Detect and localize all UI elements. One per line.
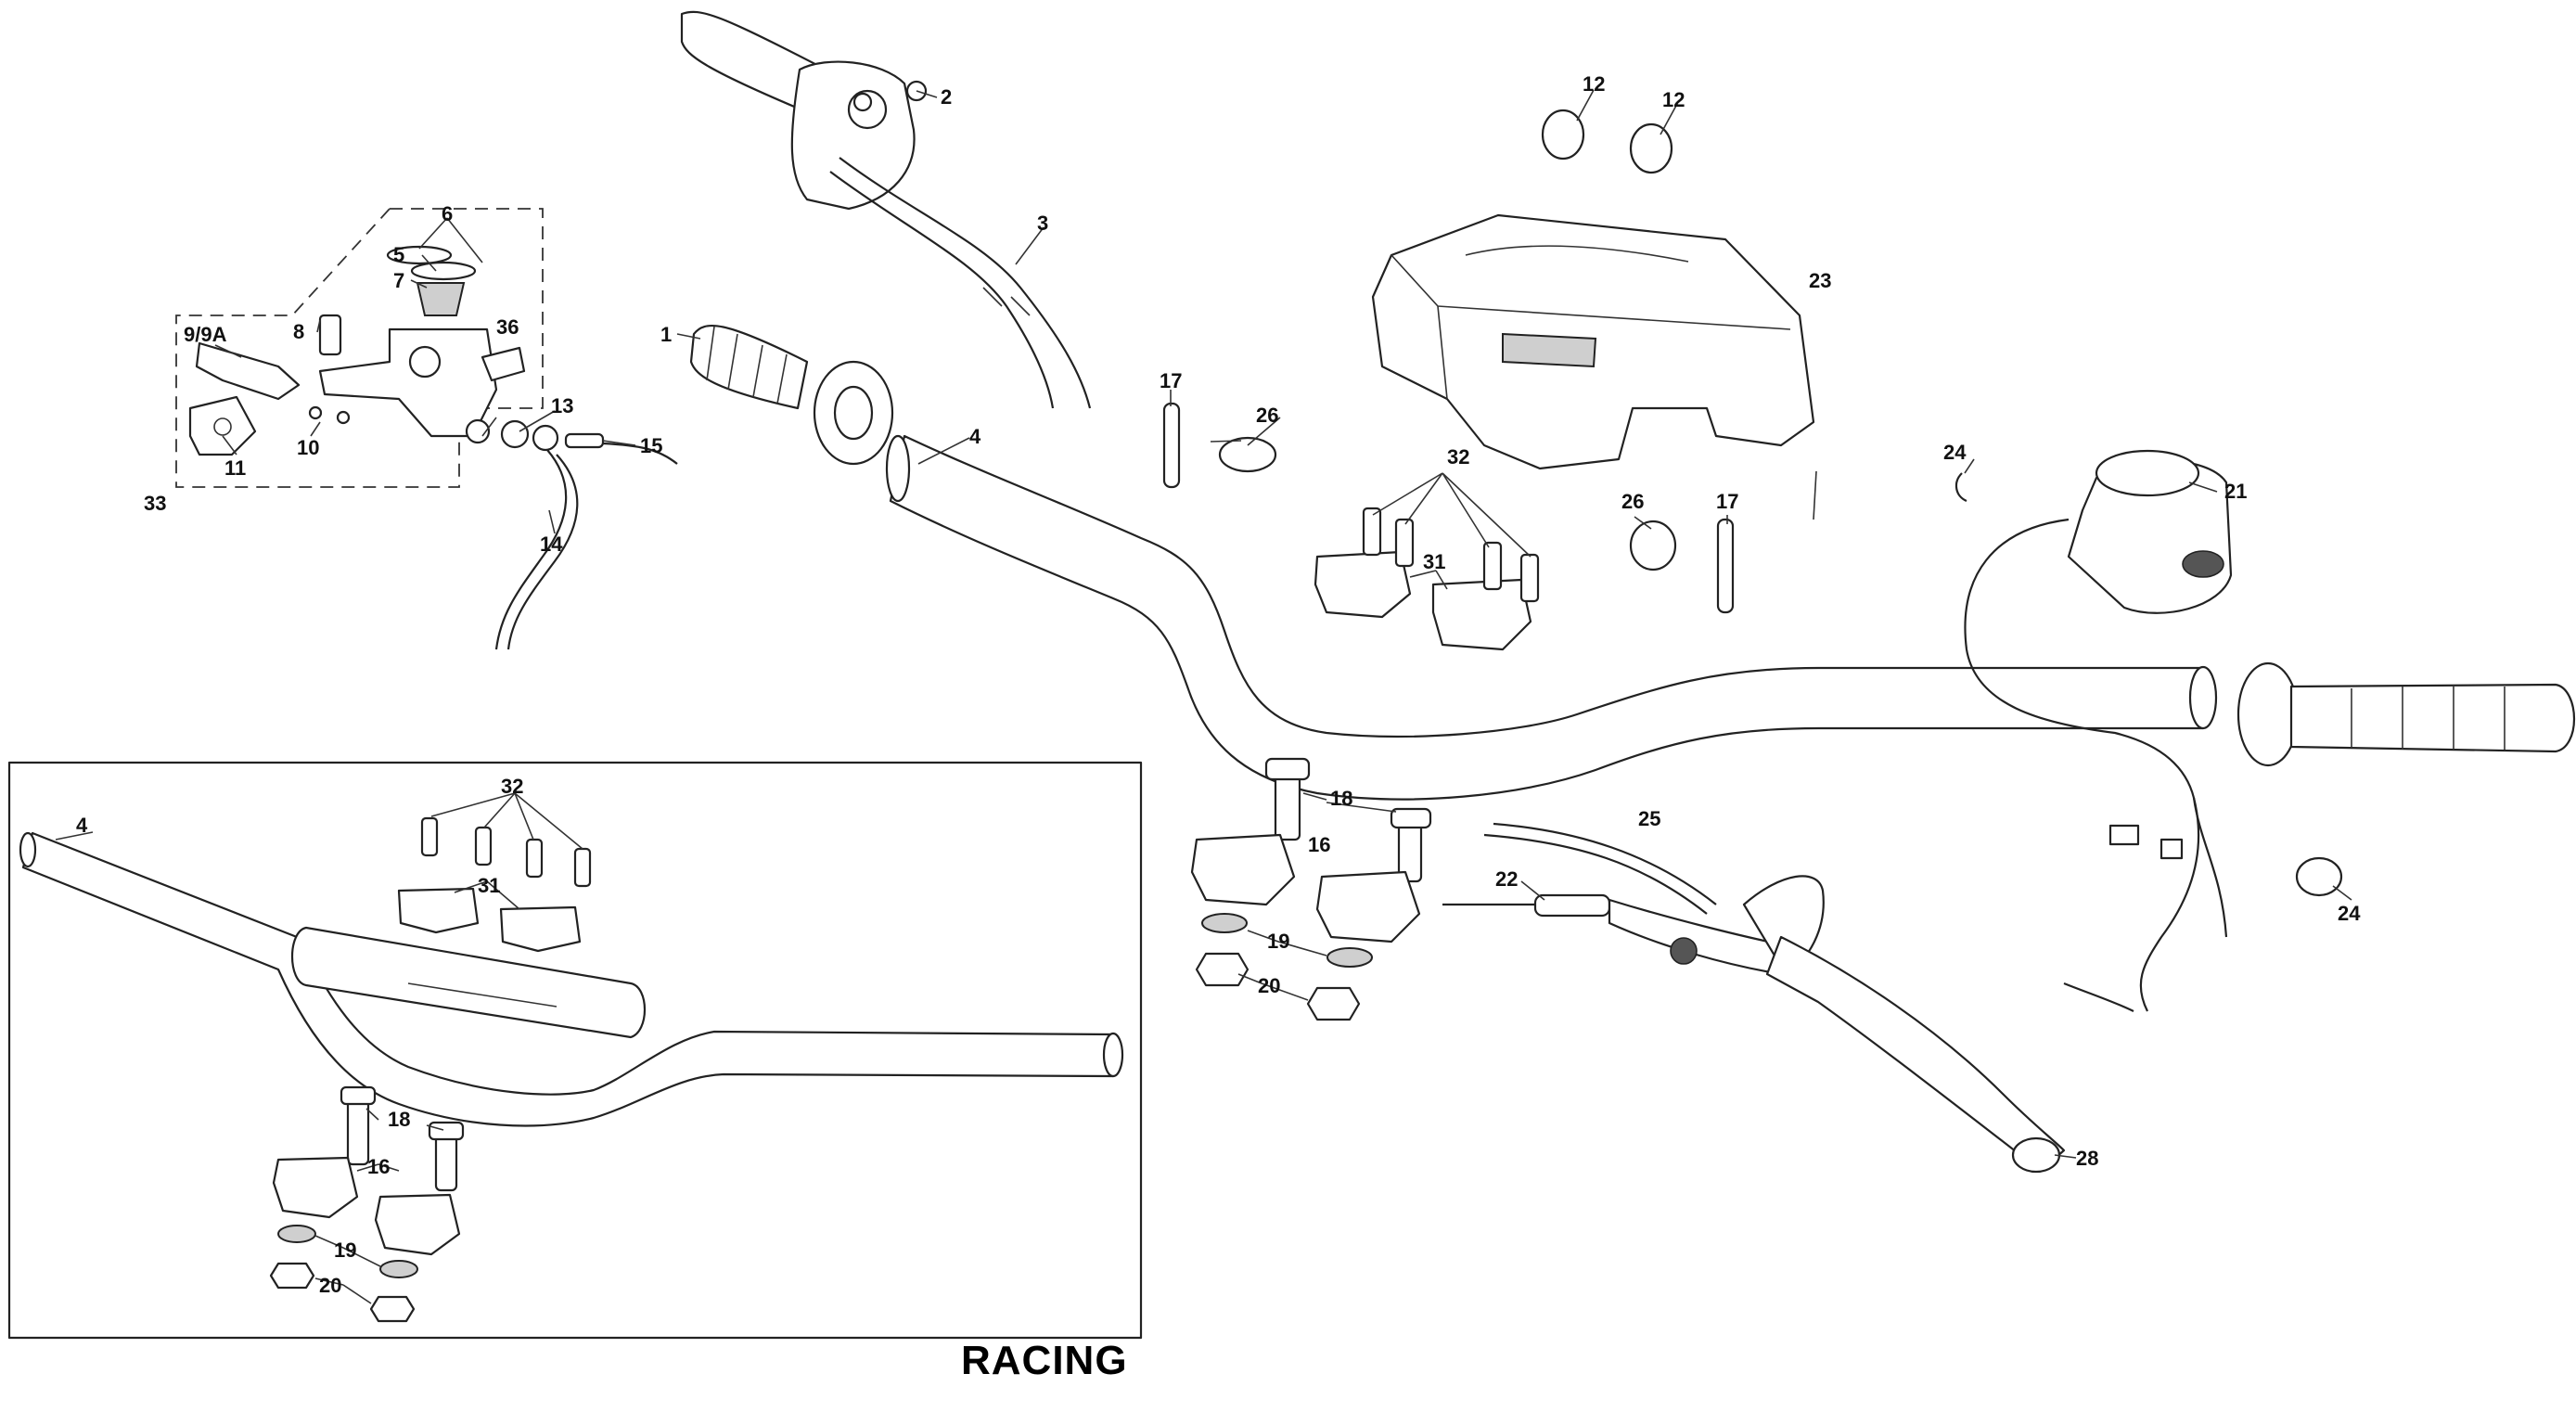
callout-33: 33 bbox=[144, 492, 166, 515]
throttle-assembly bbox=[680, 10, 1092, 409]
inset-callout-16: 16 bbox=[367, 1155, 390, 1178]
callout-25: 25 bbox=[1638, 807, 1660, 830]
callout-26b: 26 bbox=[1621, 490, 1644, 513]
clutch-lever-assembly bbox=[1442, 822, 2066, 1174]
callout-18: 18 bbox=[1330, 787, 1352, 810]
callout-24b: 24 bbox=[2338, 902, 2361, 925]
inset-callout-20: 20 bbox=[319, 1274, 341, 1297]
racing-clamps-and-bolts bbox=[269, 816, 592, 1323]
callout-31: 31 bbox=[1423, 550, 1445, 573]
front-brake-master-cylinder-assembly bbox=[175, 208, 678, 650]
callout-12a: 12 bbox=[1583, 72, 1605, 96]
cable-tie-and-clip-upper bbox=[1162, 402, 1277, 489]
callout-19: 19 bbox=[1267, 930, 1289, 953]
engine-switch-and-wiring bbox=[1964, 449, 2233, 1012]
handlebar-tube bbox=[885, 434, 2218, 801]
callout-15: 15 bbox=[640, 434, 662, 457]
handlebar-pad bbox=[1371, 213, 1815, 470]
callout-14: 14 bbox=[540, 533, 563, 556]
callout-13: 13 bbox=[551, 394, 573, 417]
callout-labels: 1 2 3 4 5 6 7 8 9/9A 10 11 12 12 13 14 1… bbox=[76, 72, 2361, 1297]
callout-11: 11 bbox=[224, 456, 246, 480]
callout-23: 23 bbox=[1809, 269, 1831, 292]
callout-28: 28 bbox=[2076, 1147, 2098, 1170]
inset-callout-4: 4 bbox=[76, 814, 88, 837]
racing-handlebar bbox=[19, 831, 1124, 1127]
inset-callout-32: 32 bbox=[501, 775, 523, 798]
callout-7: 7 bbox=[393, 269, 404, 292]
right-grip bbox=[2236, 661, 2576, 767]
clips bbox=[1954, 472, 2343, 897]
callout-2: 2 bbox=[941, 85, 952, 109]
callout-16: 16 bbox=[1308, 833, 1330, 856]
cable-tie-and-clip-middle bbox=[1629, 518, 1735, 614]
callout-9-9a: 9/9A bbox=[184, 323, 227, 346]
callout-10: 10 bbox=[297, 436, 319, 459]
callout-6: 6 bbox=[442, 202, 453, 225]
upper-clamps-and-bolts bbox=[1314, 507, 1540, 651]
inset-callout-18: 18 bbox=[388, 1108, 410, 1131]
callout-32: 32 bbox=[1447, 445, 1469, 469]
callout-8: 8 bbox=[293, 320, 304, 343]
callout-1: 1 bbox=[660, 323, 672, 346]
callout-17a: 17 bbox=[1160, 369, 1182, 392]
callout-36: 36 bbox=[496, 315, 519, 339]
inset-callout-19: 19 bbox=[334, 1239, 356, 1262]
callout-21: 21 bbox=[2224, 480, 2247, 503]
callout-12b: 12 bbox=[1662, 88, 1685, 111]
inset-callout-31: 31 bbox=[478, 874, 500, 897]
callout-4: 4 bbox=[969, 425, 981, 448]
callout-24a: 24 bbox=[1943, 441, 1967, 464]
callout-26a: 26 bbox=[1256, 404, 1278, 427]
racing-caption: RACING bbox=[961, 1338, 1128, 1383]
callout-5: 5 bbox=[393, 243, 404, 266]
callout-20: 20 bbox=[1258, 974, 1280, 997]
callout-3: 3 bbox=[1037, 212, 1048, 235]
callout-22: 22 bbox=[1495, 867, 1518, 891]
left-grip bbox=[689, 325, 894, 466]
lower-clamps bbox=[1190, 757, 1432, 1021]
hose-clamps bbox=[1541, 109, 1673, 174]
leader-lines bbox=[55, 89, 2352, 1304]
callout-17b: 17 bbox=[1716, 490, 1738, 513]
